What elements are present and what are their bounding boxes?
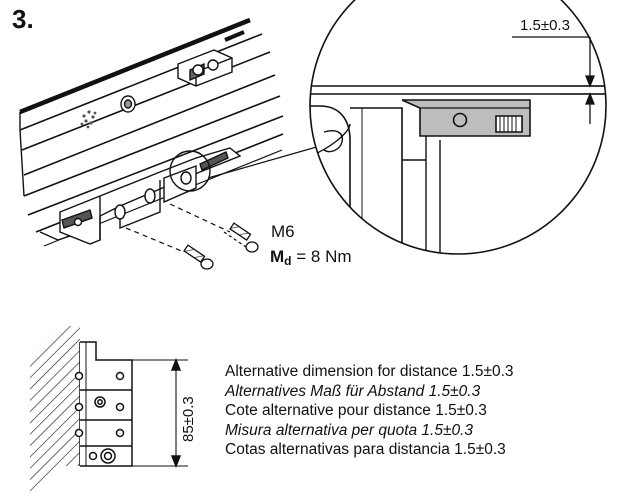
leader-line xyxy=(207,145,321,179)
note-line-es: Cotas alternativas para distancia 1.5±0.… xyxy=(225,441,506,458)
detail-view xyxy=(309,0,607,255)
note-line-en: Alternative dimension for distance 1.5±0… xyxy=(225,363,514,380)
alternative-dimension-notes: Alternative dimension for distance 1.5±0… xyxy=(225,362,514,460)
torque-symbol: M xyxy=(270,247,285,266)
top-mounting-block xyxy=(177,30,245,87)
mounting-screw-right xyxy=(223,222,259,253)
bracket-height-label: 85±0.3 xyxy=(180,396,197,442)
detail-marker-circle xyxy=(169,150,211,192)
rail-screw xyxy=(120,95,136,113)
seal-mark xyxy=(80,110,97,129)
thread-size-label: M6 xyxy=(271,222,295,241)
alternative-bracket xyxy=(30,326,188,496)
torque-label: Md = 8 Nm xyxy=(270,247,352,268)
step-number: 3. xyxy=(12,4,34,34)
note-line-fr: Cote alternative pour distance 1.5±0.3 xyxy=(225,402,487,419)
gap-dimension-label: 1.5±0.3 xyxy=(520,17,570,34)
mounting-screw-left xyxy=(183,244,214,270)
torque-value: = 8 Nm xyxy=(296,247,352,266)
bottom-bracket xyxy=(59,147,242,245)
note-line-de: Alternatives Maß für Abstand 1.5±0.3 xyxy=(225,382,481,400)
torque-subscript: d xyxy=(284,254,292,268)
note-line-it: Misura alternativa per quota 1.5±0.3 xyxy=(225,421,474,439)
